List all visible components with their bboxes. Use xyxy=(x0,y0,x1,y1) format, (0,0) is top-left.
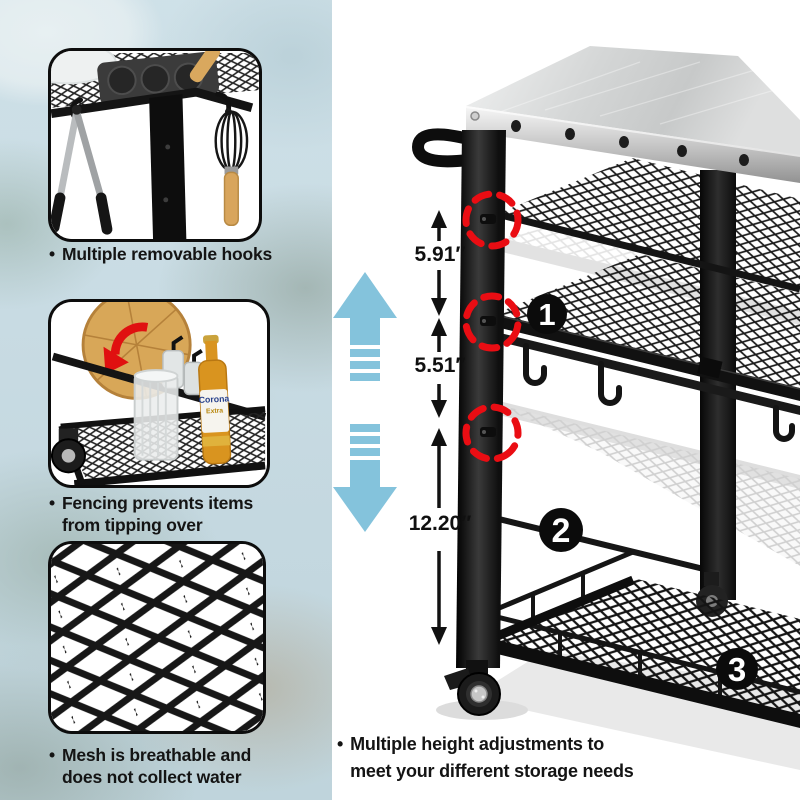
measurement-label-top: 5.91″ xyxy=(415,243,466,266)
corner-screw xyxy=(470,111,480,121)
bullet: • xyxy=(49,493,55,513)
badge-number: 3 xyxy=(728,651,746,688)
step-badge-2: 2 xyxy=(539,508,583,552)
badge-number: 1 xyxy=(538,297,555,332)
measurement-top: 5.91″ xyxy=(415,210,466,316)
bullet: • xyxy=(49,244,55,264)
ghost-shelf-lower xyxy=(495,400,800,566)
bottom-frame-side xyxy=(481,575,635,647)
hooks-closeup-illustration xyxy=(51,51,259,239)
stainless-tabletop xyxy=(465,46,800,183)
hook-icon xyxy=(773,405,795,442)
badge-number: 2 xyxy=(552,512,571,550)
measurement-middle: 5.51″ xyxy=(415,318,466,418)
red-dashed-circle xyxy=(462,190,522,250)
rivet-holes xyxy=(511,120,749,166)
leg-adjustment-pegs xyxy=(480,214,496,437)
caster-wheel-icon xyxy=(51,428,86,474)
cart-product-illustration: 5.91″ 5.51″ 12.20″ 1 2 xyxy=(333,46,800,770)
step-badge-3: 3 xyxy=(716,648,758,690)
adjust-down-arrow-icon xyxy=(333,424,397,532)
measurement-bottom: 12.20″ xyxy=(409,428,472,645)
bottle-label-line2: Extra xyxy=(206,407,224,415)
red-dashed-circle xyxy=(462,292,522,352)
leg-screw xyxy=(165,144,171,150)
table-leg xyxy=(149,94,187,239)
shelf-frame-bar xyxy=(73,461,266,485)
step-badge-1: 1 xyxy=(527,294,567,334)
tongs-icon xyxy=(51,104,113,235)
removable-hooks xyxy=(523,343,795,442)
hook-rail xyxy=(488,330,800,415)
glass-cup-icon xyxy=(133,369,179,461)
adjust-up-arrow-icon xyxy=(333,272,397,381)
rail-bracket xyxy=(697,356,723,379)
rotate-arrow-icon xyxy=(103,322,149,375)
feature-caption-hooks: • Multiple removable hooks xyxy=(49,244,273,264)
hook-icon xyxy=(523,343,547,386)
front-leg xyxy=(456,130,506,668)
shelf2-front-bar xyxy=(488,312,800,401)
feature-image-hooks xyxy=(48,48,262,242)
leg-screw xyxy=(163,197,169,203)
tabletop-edge-band xyxy=(466,106,800,183)
feature-image-fencing: Corona Extra xyxy=(48,299,270,488)
fencing-closeup-illustration: Corona Extra xyxy=(51,302,267,485)
frame-bar xyxy=(51,87,254,119)
bullet: • xyxy=(49,745,55,765)
feature-image-mesh xyxy=(48,541,266,734)
fence-rail-side xyxy=(484,549,634,617)
beer-bottle-icon: Corona Extra xyxy=(198,334,232,465)
red-dashed-circle xyxy=(462,403,522,463)
bottle-label-line1: Corona xyxy=(198,393,229,405)
adjustment-hole-highlights xyxy=(462,190,522,463)
front-caster-wheel xyxy=(444,660,501,716)
brushed-steel-streaks xyxy=(499,61,789,125)
mesh-pattern-illustration xyxy=(51,544,263,731)
bottom-frame-bar xyxy=(481,636,800,728)
shelf1-front-bar xyxy=(496,210,800,293)
wooden-brush-handle xyxy=(189,51,221,83)
measurement-label-bottom: 12.20″ xyxy=(409,512,472,535)
whisk-icon xyxy=(214,108,249,227)
stretcher-bar xyxy=(469,509,717,575)
cart-handle xyxy=(411,128,474,168)
band-top-lip xyxy=(465,106,800,157)
bullet: • xyxy=(337,734,344,754)
mesh-pattern xyxy=(51,544,263,731)
measurement-label-middle: 5.51″ xyxy=(415,354,466,377)
hook-icon xyxy=(598,361,622,406)
